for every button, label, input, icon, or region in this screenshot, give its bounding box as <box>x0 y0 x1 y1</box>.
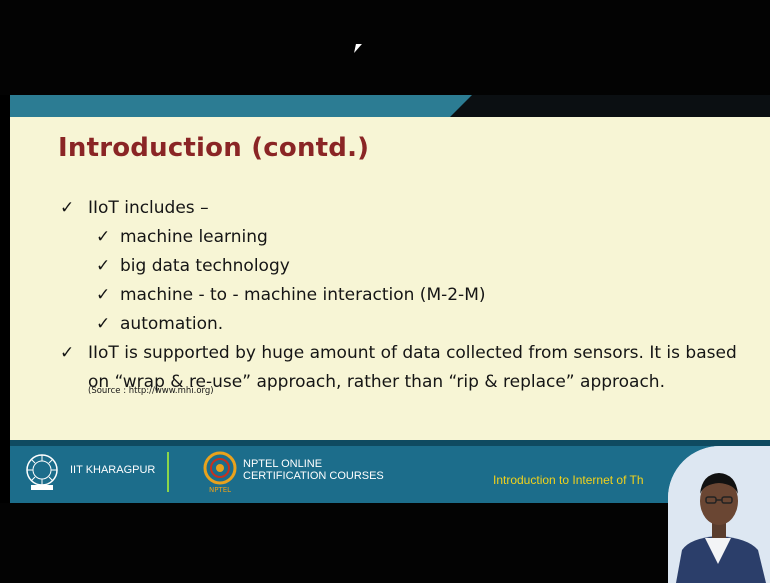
presenter-video-inset <box>668 446 770 583</box>
bullet-list: ✓ IIoT includes – ✓ machine learning ✓ b… <box>58 194 758 397</box>
list-item: ✓ automation. <box>58 310 758 339</box>
list-item: ✓ machine learning <box>58 223 758 252</box>
checkmark-icon: ✓ <box>96 285 111 305</box>
nptel-line-2: CERTIFICATION COURSES <box>243 470 384 482</box>
checkmark-icon: ✓ <box>96 256 111 276</box>
bullet-text: big data technology <box>120 256 290 276</box>
slide-footer: IIT KHARAGPUR NPTEL NPTEL ONLINE CERTIFI… <box>10 440 770 503</box>
checkmark-icon: ✓ <box>96 227 111 247</box>
video-top-letterbox <box>0 0 770 95</box>
list-item: ✓ machine - to - machine interaction (M-… <box>58 281 758 310</box>
iit-kharagpur-logo-icon <box>26 454 58 490</box>
source-citation: (Source : http://www.mhi.org) <box>88 386 214 396</box>
nptel-line-1: NPTEL ONLINE <box>243 458 323 470</box>
list-item: ✓ big data technology <box>58 252 758 281</box>
slide: Introduction (contd.) ✓ IIoT includes – … <box>10 95 770 503</box>
bullet-text: IIoT includes – <box>88 198 209 218</box>
bullet-text: IIoT is supported by huge amount of data… <box>88 343 737 392</box>
bullet-text: machine learning <box>120 227 268 247</box>
footer-divider <box>167 452 169 492</box>
bullet-text: machine - to - machine interaction (M-2-… <box>120 285 486 305</box>
institute-name: IIT KHARAGPUR <box>70 464 156 476</box>
svg-text:NPTEL: NPTEL <box>209 486 231 494</box>
slide-title: Introduction (contd.) <box>58 133 370 163</box>
course-title: Introduction to Internet of Th <box>493 473 644 487</box>
slide-header-dark-band <box>450 95 770 117</box>
checkmark-icon: ✓ <box>60 343 75 363</box>
list-item: ✓ IIoT is supported by huge amount of da… <box>58 339 758 397</box>
video-bottom-letterbox <box>0 503 770 583</box>
checkmark-icon: ✓ <box>60 198 75 218</box>
bullet-text: automation. <box>120 314 224 334</box>
list-item: ✓ IIoT includes – <box>58 194 758 223</box>
nptel-courses-text: NPTEL ONLINE CERTIFICATION COURSES <box>243 458 384 482</box>
nptel-logo-icon: NPTEL <box>203 451 237 494</box>
checkmark-icon: ✓ <box>96 314 111 334</box>
footer-top-line <box>10 440 770 446</box>
